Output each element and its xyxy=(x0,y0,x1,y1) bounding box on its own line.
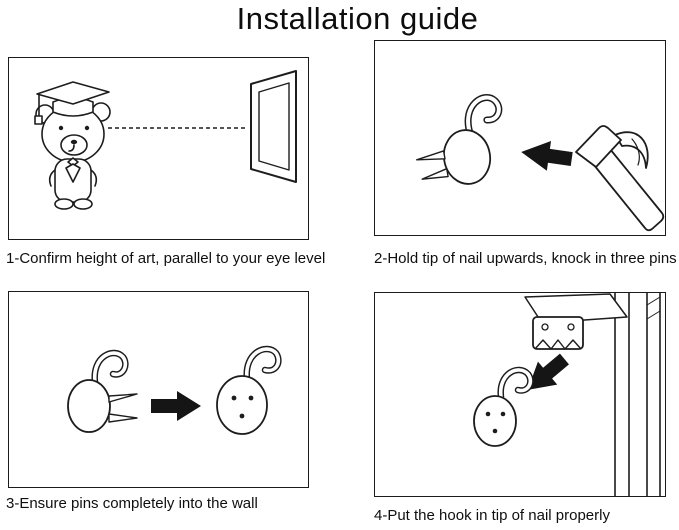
step-4-panel xyxy=(374,292,666,497)
arrow-right-icon xyxy=(151,391,201,421)
pins-into-wall-illustration xyxy=(67,345,282,435)
step-4-caption: 4-Put the hook in tip of nail properly xyxy=(374,507,610,524)
arrow-left-icon xyxy=(521,140,573,171)
step-1-panel xyxy=(8,57,309,240)
step-2-panel xyxy=(374,40,666,236)
step-1-caption: 1-Confirm height of art, parallel to you… xyxy=(6,250,326,267)
step-3-panel xyxy=(8,291,309,488)
page-title: Installation guide xyxy=(236,1,479,36)
hook-on-nail-illustration xyxy=(473,293,661,496)
arrow-down-left-icon xyxy=(527,353,569,390)
step-2-caption: 2-Hold tip of nail upwards, knock in thr… xyxy=(374,250,677,267)
bear-eye-level-illustration xyxy=(34,70,297,210)
hammer-knock-pins-illustration xyxy=(416,94,665,232)
step-3-caption: 3-Ensure pins completely into the wall xyxy=(6,495,258,512)
